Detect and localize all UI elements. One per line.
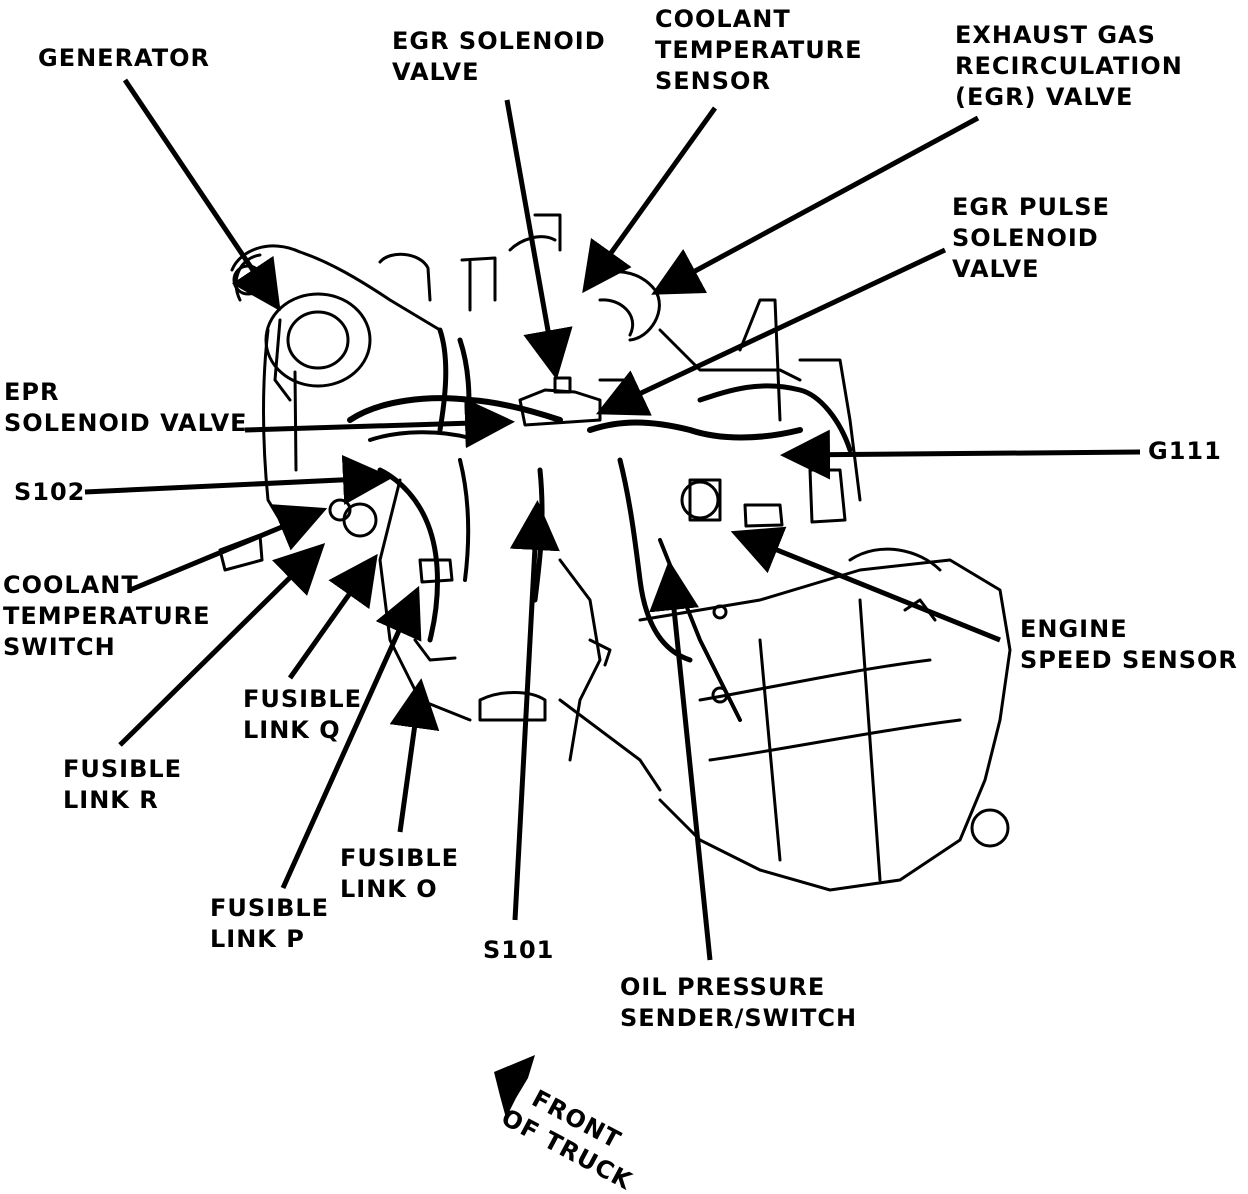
arrow-fusible-link-p: [280, 585, 422, 890]
label-coolant-temperature-switch: COOLANT TEMPERATURE SWITCH: [3, 571, 211, 661]
arrow-g111: [780, 429, 1141, 480]
label-generator: GENERATOR: [38, 44, 211, 72]
arrow-coolant-temperature-switch: [129, 504, 328, 593]
arrow-s102: [84, 454, 393, 505]
label-engine-speed-sensor: ENGINE SPEED SENSOR: [1020, 615, 1238, 674]
label-coolant-temperature-sensor: COOLANT TEMPERATURE SENSOR: [655, 5, 863, 95]
arrow-coolant-temperature-sensor: [582, 106, 718, 294]
label-fusible-link-o: FUSIBLE LINK O: [340, 844, 460, 903]
label-g111: G111: [1148, 437, 1222, 465]
label-s101: S101: [483, 936, 555, 964]
engine-linework: [218, 213, 1012, 892]
arrow-s101: [509, 500, 560, 921]
arrow-egr-valve: [651, 115, 980, 295]
arrow-epr-solenoid-valve: [244, 398, 515, 449]
arrow-engine-speed-sensor: [730, 526, 1001, 643]
arrow-oil-pressure-sender: [649, 560, 713, 961]
label-fusible-link-r: FUSIBLE LINK R: [63, 755, 183, 814]
arrow-fusible-link-o: [389, 678, 440, 833]
arrow-fusible-link-q: [287, 553, 378, 680]
label-fusible-link-p: FUSIBLE LINK P: [210, 894, 330, 953]
label-egr-pulse-solenoid-valve: EGR PULSE SOLENOID VALVE: [952, 193, 1110, 283]
label-s102: S102: [14, 478, 86, 506]
label-fusible-link-q: FUSIBLE LINK Q: [243, 685, 363, 744]
label-egr-valve: EXHAUST GAS RECIRCULATION (EGR) VALVE: [955, 21, 1183, 111]
front-of-truck-arrow: [494, 1055, 535, 1118]
arrow-fusible-link-r: [118, 542, 326, 747]
leader-arrows: [84, 78, 1141, 961]
arrow-egr-solenoid-valve: [504, 99, 573, 380]
arrow-egr-pulse-solenoid-valve: [595, 247, 947, 416]
label-epr-solenoid-valve: EPR SOLENOID VALVE: [4, 378, 248, 437]
arrow-generator: [122, 78, 281, 312]
label-egr-solenoid-valve: EGR SOLENOID VALVE: [392, 27, 606, 86]
label-oil-pressure-sender-switch: OIL PRESSURE SENDER/SWITCH: [620, 973, 858, 1032]
